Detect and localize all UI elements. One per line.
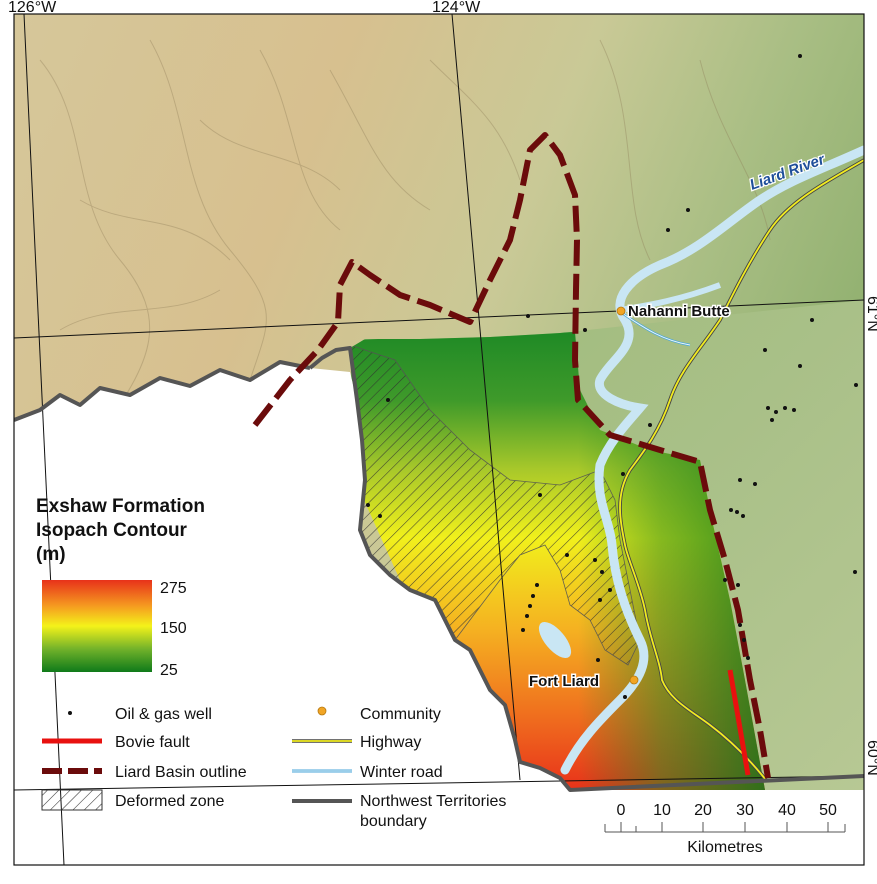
scale-tick-label-20: 20 (694, 802, 712, 819)
highway-label: Highway (360, 734, 421, 751)
winter-road-label: Winter road (360, 764, 443, 781)
community-label: Community (360, 706, 441, 723)
isopach-color-ramp (42, 580, 152, 672)
fort-liard-marker (629, 675, 639, 685)
nwt-boundary-label-line1: Northwest Territories (360, 793, 506, 810)
scale-tick-label-40: 40 (778, 802, 796, 819)
no-data-area (14, 362, 864, 865)
nwt-boundary-line (308, 346, 864, 792)
oil-gas-well-label: Oil & gas well (115, 706, 212, 723)
scale-ticks (604, 822, 846, 833)
graticule (14, 14, 864, 865)
deformed-zone-symbol (41, 789, 103, 811)
nwt-boundary-label-line2: boundary (360, 813, 427, 830)
winter-road-inner (621, 312, 691, 346)
lat-label-60n: 60°N (864, 740, 877, 776)
lake (538, 621, 572, 659)
nahanni-butte-marker (616, 306, 626, 316)
bovie-fault (727, 669, 751, 776)
nahanni-butte-label: Nahanni Butte (628, 303, 730, 320)
scale-tick-label-50: 50 (819, 802, 837, 819)
scale-unit-label: Kilometres (687, 839, 763, 856)
scale-bar: 0 10 20 30 40 50 Kilometres (604, 802, 846, 856)
lat-label-61n: 61°N (864, 296, 877, 332)
terrain-hillshade (39, 39, 771, 421)
ramp-max-label: 275 (160, 580, 187, 597)
oil-gas-wells (366, 54, 858, 699)
ramp-min-label: 25 (160, 662, 178, 679)
lon-label-124w: 124°W (432, 0, 481, 16)
deformed-zone-label: Deformed zone (115, 793, 224, 810)
oil-gas-well-symbol (68, 711, 72, 715)
river-branch (619, 282, 722, 313)
liard-basin-outline-label: Liard Basin outline (115, 764, 247, 781)
liard-river (560, 145, 864, 775)
highway (619, 159, 864, 781)
liard-basin-outline (252, 132, 771, 779)
bovie-fault-label: Bovie fault (115, 734, 190, 751)
map-border (13, 13, 865, 866)
nwt-boundary-west (14, 360, 311, 422)
scale-tick-label-10: 10 (653, 802, 671, 819)
ramp-mid-label: 150 (160, 620, 187, 637)
legend: Exshaw Formation Isopach Contour (m) 275… (36, 496, 506, 830)
map-frame: Nahanni Butte Fort Liard Liard River Exs… (14, 14, 864, 865)
legend-title-line3: (m) (36, 544, 66, 565)
legend-title-line2: Isopach Contour (36, 520, 188, 541)
community-symbol (317, 706, 327, 716)
fort-liard-label: Fort Liard (529, 673, 599, 690)
lon-label-126w: 126°W (8, 0, 57, 16)
scale-tick-label-30: 30 (736, 802, 754, 819)
legend-title-line1: Exshaw Formation (36, 496, 205, 517)
scale-tick-label-0: 0 (617, 802, 626, 819)
